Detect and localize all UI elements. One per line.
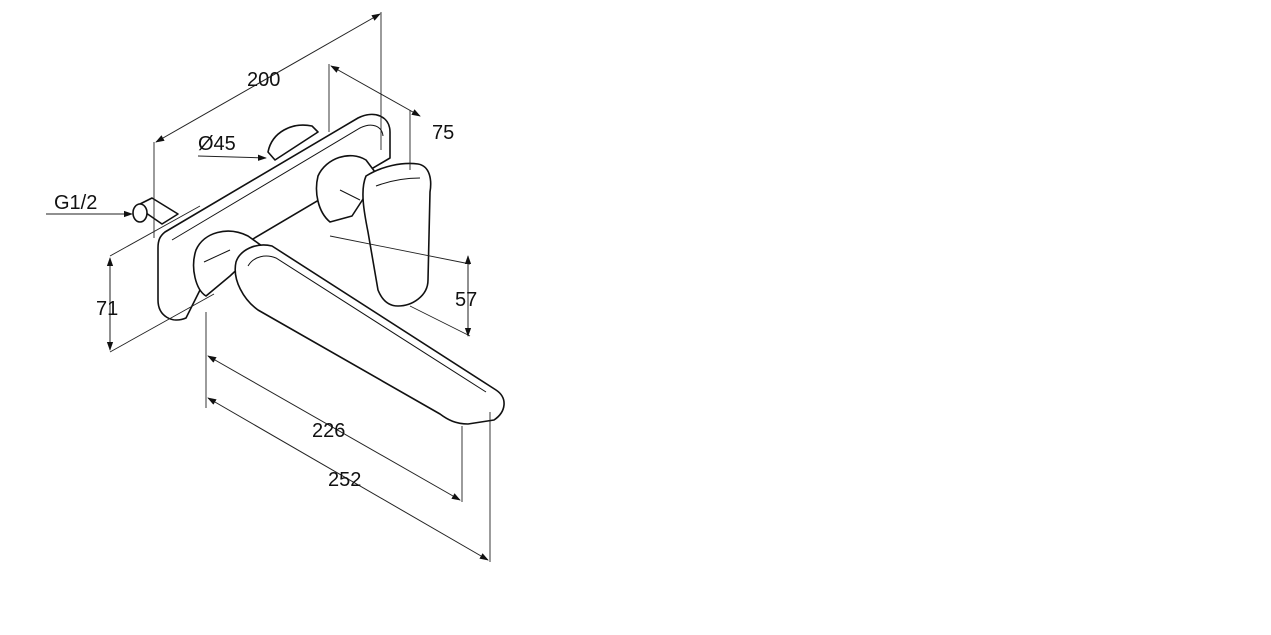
dimension-lever-height: 57 bbox=[329, 235, 477, 337]
dimension-lever-projection: 75 bbox=[328, 64, 454, 170]
spout-height-label: 71 bbox=[96, 298, 118, 320]
dimension-thread: G1/2 bbox=[46, 192, 133, 218]
dimension-spout-length-total: 252 bbox=[207, 397, 491, 562]
spout-length-total-label: 252 bbox=[328, 469, 361, 491]
plate-width-label: 200 bbox=[247, 69, 280, 91]
lever-projection-label: 75 bbox=[432, 122, 454, 144]
spout-length-inner-label: 226 bbox=[312, 420, 345, 442]
rosette-diameter-label: Ø45 bbox=[198, 133, 236, 155]
supply-pipe bbox=[132, 197, 179, 225]
lever-height-label: 57 bbox=[455, 289, 477, 311]
thread-label: G1/2 bbox=[54, 192, 97, 214]
lever-handle bbox=[315, 154, 432, 307]
dimension-spout-height: 71 bbox=[96, 205, 215, 353]
spout bbox=[192, 230, 505, 425]
dimension-rosette-diameter: Ø45 bbox=[197, 133, 267, 161]
